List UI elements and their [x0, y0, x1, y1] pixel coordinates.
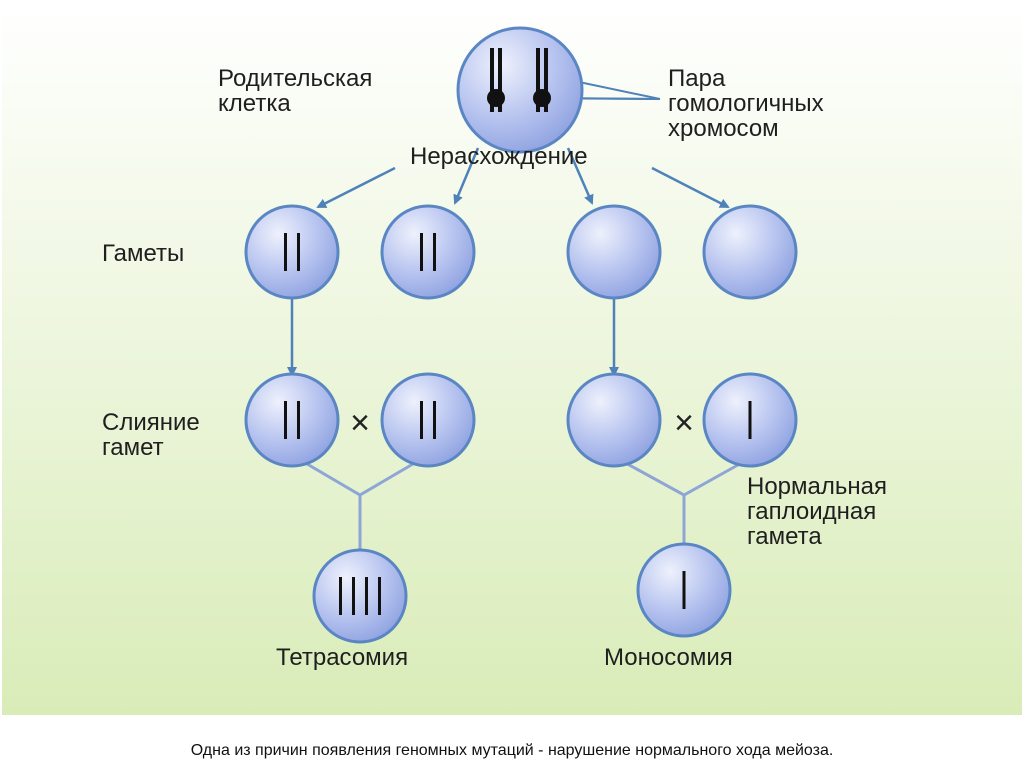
cell-monosomy: [636, 542, 732, 638]
homologous-chromosome-2: [533, 48, 551, 112]
label-normal-gamete: Нормальная гаплоидная гамета: [747, 473, 887, 550]
nondisjunction-arrows: [287, 147, 730, 377]
label-tetrasomy: Тетрасомия: [276, 644, 409, 671]
cross-symbol-right: ×: [674, 404, 694, 442]
cells-layer: [244, 26, 798, 644]
cell-gamete-4: [702, 204, 798, 300]
caption: Одна из причин появления геномных мутаци…: [190, 742, 834, 759]
label-homologous-pair: Пара гомологичных хромосом: [668, 65, 824, 142]
arrow-to-gamete-3: [566, 147, 594, 205]
label-fusion: Слияние гамет: [102, 409, 200, 461]
cell-gamete-3: [566, 204, 662, 300]
cell-fusion-left-2: [380, 372, 476, 468]
homologous-chromosome-1: [487, 48, 505, 112]
label-monosomy: Моносомия: [604, 644, 733, 671]
cell-tetrasomy: [312, 548, 408, 644]
cross-symbol-left: ×: [350, 404, 370, 442]
label-gametes: Гаметы: [102, 240, 185, 267]
cell-fusion-left-1: [244, 372, 340, 468]
cell-parent: [456, 26, 584, 154]
cell-gamete-2: [380, 204, 476, 300]
arrow-to-gamete-4: [651, 166, 730, 209]
arrow-to-gamete-1: [316, 166, 396, 209]
cell-gamete-1: [244, 204, 340, 300]
label-parent-cell: Родительская клетка: [218, 65, 373, 117]
cell-fusion-right-2: [702, 372, 798, 468]
label-nondisjunction: Нерасхождение: [410, 143, 588, 170]
arrow-to-gamete-2: [453, 147, 480, 205]
cell-fusion-right-1: [566, 372, 662, 468]
fusion-branch-lines: [301, 459, 746, 553]
